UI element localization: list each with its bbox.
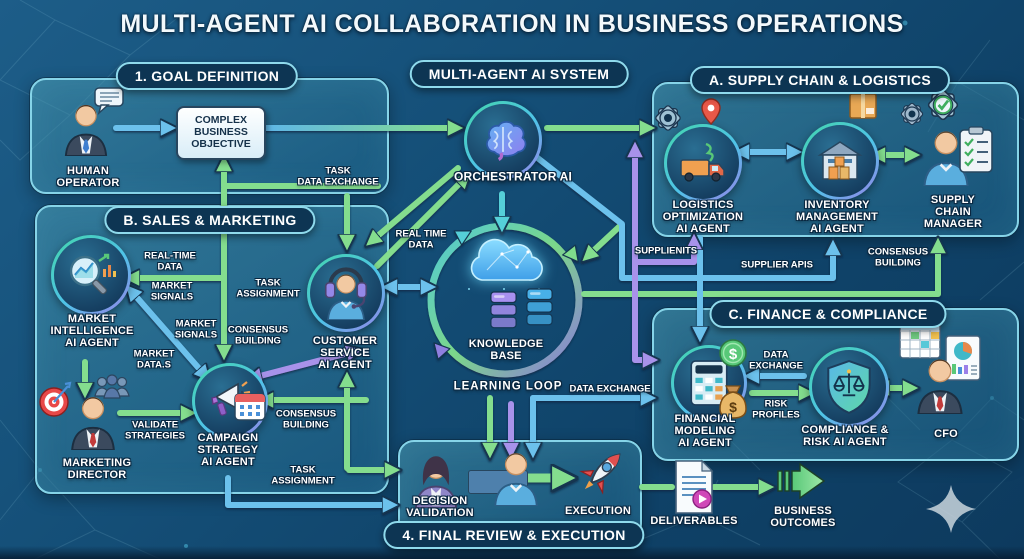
svg-text:$: $: [729, 346, 738, 363]
supply-chain-label: A. SUPPLY CHAIN & LOGISTICS: [708, 72, 932, 88]
marketing-director-label: MARKETING DIRECTOR: [62, 456, 132, 481]
task-data-exchange-label: TASK DATA EXCHANGE: [297, 165, 379, 187]
orchestrator-node: [464, 101, 542, 179]
calculator-icon: [690, 360, 728, 406]
cfo-icon: [912, 352, 968, 414]
task-assignment-campaign-label: TASK ASSIGNMENT: [271, 464, 335, 486]
consensus-building-sales-label: CONSENSUS BUILDING: [227, 324, 289, 346]
compliance-risk-label: COMPLIANCE & RISK AI AGENT: [801, 423, 889, 448]
deliverables-label: DELIVERABLES: [650, 514, 738, 527]
market-intelligence-node: [51, 235, 131, 315]
risk-profiles-label: RISK PROFILES: [752, 398, 800, 420]
supplier-apis-label: SUPPLIER APIS: [741, 259, 813, 271]
final-review-header: 4. FINAL REVIEW & EXECUTION: [383, 521, 645, 549]
truck-icon: [680, 142, 725, 182]
compliance-risk-node: [809, 347, 889, 427]
supplienits-label: SUPPLIENITS: [634, 245, 698, 257]
data-exchange-center-label: DATA EXCHANGE: [569, 383, 651, 395]
business-outcomes-icon: [777, 462, 826, 500]
validate-strategies-label: VALIDATE STRATEGIES: [125, 419, 185, 441]
real-time-data-center-label: REAL TIME DATA: [395, 228, 447, 250]
consensus-building-supply-label: CONSENSUS BUILDING: [867, 246, 929, 268]
goal-definition-label: 1. GOAL DEFINITION: [134, 68, 280, 84]
sparkle-decoration: [926, 485, 976, 533]
inventory-agent-label: INVENTORY MANAGEMENT AI AGENT: [795, 198, 879, 236]
task-assignment-cs-label: TASK ASSIGNMENT: [236, 277, 300, 299]
final-review-label: 4. FINAL REVIEW & EXECUTION: [402, 527, 626, 543]
headset-agent-icon: [324, 267, 368, 320]
location-pin-icon: [701, 98, 721, 125]
market-signals-2-label: MARKET SIGNALS: [174, 318, 218, 340]
supply-chain-manager-label: SUPPLY CHAIN MANAGER: [923, 193, 983, 231]
consensus-building-campaign-label: CONSENSUS BUILDING: [275, 408, 337, 430]
shield-scales-icon: [827, 359, 871, 415]
learning-loop-label: LEARNING LOOP: [453, 380, 563, 393]
logistics-agent-node: [664, 124, 742, 202]
brain-icon: [486, 120, 527, 161]
data-exchange-finance-label: DATA EXCHANGE: [749, 349, 803, 371]
page-title: MULTI-AGENT AI COLLABORATION IN BUSINESS…: [120, 10, 904, 38]
customer-service-label: CUSTOMER SERVICE AI AGENT: [312, 334, 378, 372]
multi-agent-system-label: MULTI-AGENT AI SYSTEM: [428, 66, 610, 82]
knowledge-base-label: KNOWLEDGE BASE: [468, 337, 544, 362]
database-stacks-icon: [468, 288, 556, 330]
goal-definition-header: 1. GOAL DEFINITION: [115, 62, 299, 90]
logistics-agent-label: LOGISTICS OPTIMIZATION AI AGENT: [662, 198, 744, 236]
real-time-data-sales-label: REAL-TIME DATA: [144, 250, 196, 272]
calendar-icon: [234, 391, 266, 421]
market-data-label: MARKET DATA.S: [133, 348, 175, 370]
reviewer-icon: [489, 446, 543, 506]
dollar-coin-icon: $: [719, 339, 747, 367]
money-bag-icon: $: [719, 385, 747, 419]
customer-service-node: [307, 254, 385, 332]
svg-text:$: $: [729, 399, 737, 415]
report-pie-icon: [945, 335, 981, 381]
orchestrator-label: ORCHESTRATOR AI: [453, 169, 573, 184]
warehouse-icon: [817, 141, 863, 180]
execution-label: EXECUTION: [565, 504, 631, 517]
package-box-icon: [849, 93, 877, 119]
market-intelligence-label: MARKET INTELLIGENCE AI AGENT: [50, 312, 134, 350]
decision-validation-label: DECISION VALIDATION: [406, 494, 474, 519]
target-icon: [39, 381, 72, 417]
cloud-icon: [470, 238, 543, 281]
sales-marketing-label: B. SALES & MARKETING: [123, 212, 297, 228]
complex-business-objective: COMPLEX BUSINESS OBJECTIVE: [176, 106, 266, 160]
multi-agent-system-header: MULTI-AGENT AI SYSTEM: [409, 60, 629, 88]
deliverables-doc-icon: [675, 459, 714, 514]
market-signals-1-label: MARKET SIGNALS: [150, 280, 194, 302]
finance-compliance-label: C. FINANCE & COMPLIANCE: [728, 306, 928, 322]
spreadsheet-icon: [899, 321, 941, 359]
gear-icon: [652, 102, 684, 134]
inventory-agent-node: [801, 122, 879, 200]
gear-check-icon: [926, 88, 960, 122]
cfo-label: CFO: [934, 427, 958, 440]
financial-modeling-label: FINANCIAL MODELING AI AGENT: [674, 412, 736, 450]
clipboard-icon: [959, 126, 993, 173]
campaign-strategy-label: CAMPAIGN STRATEGY AI AGENT: [197, 431, 259, 469]
rocket-icon: [579, 453, 621, 495]
speech-bubble-icon: [94, 87, 124, 116]
supply-chain-header: A. SUPPLY CHAIN & LOGISTICS: [689, 66, 951, 94]
market-analysis-icon: [69, 253, 116, 295]
human-operator-label: HUMAN OPERATOR: [56, 164, 120, 189]
finance-compliance-header: C. FINANCE & COMPLIANCE: [709, 300, 947, 328]
sales-marketing-header: B. SALES & MARKETING: [104, 206, 316, 234]
team-icon: [94, 374, 130, 399]
business-outcomes-label: BUSINESS OUTCOMES: [770, 504, 836, 529]
